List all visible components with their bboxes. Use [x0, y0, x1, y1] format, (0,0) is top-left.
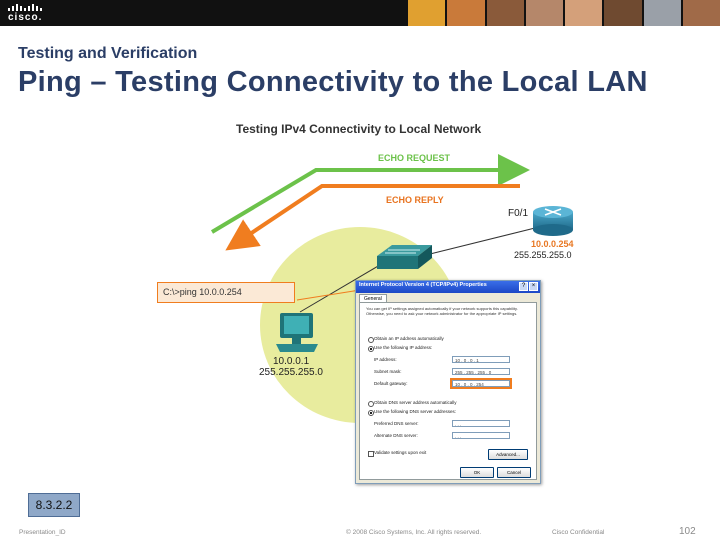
validate-label: Validate settings upon exit	[374, 450, 427, 455]
slide-subtitle: Testing and Verification	[18, 45, 198, 62]
link-pc-switch	[299, 261, 386, 313]
pc-mask-label: 255.255.255.0	[259, 367, 323, 378]
alternate-dns-field[interactable]: . . .	[452, 432, 510, 439]
obtain-dns-label: Obtain DNS server address automatically	[374, 400, 457, 405]
cancel-button[interactable]: Cancel	[497, 467, 531, 478]
footer-page-number: 102	[679, 526, 696, 537]
cisco-bars-icon	[8, 4, 42, 11]
dialog-body: You can get IP settings assigned automat…	[359, 302, 537, 480]
ping-command-box: C:\>ping 10.0.0.254	[157, 282, 295, 303]
router-ip-label: 10.0.0.254	[531, 239, 574, 249]
advanced-button[interactable]: Advanced...	[488, 449, 528, 460]
use-ip-radio[interactable]	[368, 346, 374, 352]
header-photo-strip	[408, 0, 720, 26]
link-switch-router	[429, 227, 536, 255]
preferred-dns-field[interactable]: . . .	[452, 420, 510, 427]
obtain-dns-radio[interactable]	[368, 401, 374, 407]
use-ip-label: Use the following IP address:	[374, 345, 433, 350]
header-bar: cisco.	[0, 0, 720, 26]
obtain-ip-radio[interactable]	[368, 337, 374, 343]
subnet-mask-field[interactable]: 255 . 255 . 255 . 0	[452, 368, 510, 375]
use-dns-label: Use the following DNS server addresses:	[374, 409, 457, 414]
ip-address-label: IP address:	[374, 357, 397, 362]
router-mask-label: 255.255.255.0	[514, 250, 572, 260]
logo-text: cisco.	[8, 12, 43, 23]
use-dns-radio[interactable]	[368, 410, 374, 416]
slide-title: Ping – Testing Connectivity to the Local…	[18, 66, 648, 98]
switch-icon	[377, 245, 432, 269]
close-icon[interactable]: ×	[529, 282, 538, 291]
default-gateway-label: Default gateway:	[374, 381, 408, 386]
footer-confidential: Cisco Confidential	[552, 529, 605, 536]
help-button[interactable]: ?	[519, 282, 528, 291]
ok-button[interactable]: OK	[460, 467, 494, 478]
dialog-titlebar: Internet Protocol Version 4 (TCP/IPv4) P…	[356, 281, 540, 293]
pc-icon	[276, 313, 318, 352]
diagram-heading: Testing IPv4 Connectivity to Local Netwo…	[236, 122, 482, 136]
subnet-mask-label: Subnet mask:	[374, 369, 402, 374]
echo-reply-label: ECHO REPLY	[386, 195, 444, 205]
router-icon	[533, 206, 573, 236]
dialog-intro-text: You can get IP settings assigned automat…	[366, 306, 518, 316]
dialog-title: Internet Protocol Version 4 (TCP/IPv4) P…	[359, 282, 487, 288]
echo-reply-arrow	[225, 184, 520, 251]
obtain-ip-label: Obtain an IP address automatically	[374, 336, 444, 341]
echo-request-arrow	[210, 154, 530, 234]
alternate-dns-label: Alternate DNS server:	[374, 433, 418, 438]
gateway-highlight-connector	[296, 289, 361, 301]
validate-checkbox[interactable]	[368, 451, 374, 457]
tab-general[interactable]: General	[359, 294, 387, 303]
section-tag: 8.3.2.2	[28, 493, 80, 517]
footer-presentation-id: Presentation_ID	[19, 529, 66, 536]
router-interface-label: F0/1	[508, 208, 529, 219]
footer-copyright: © 2008 Cisco Systems, Inc. All rights re…	[346, 529, 482, 536]
ip-address-field[interactable]: 10 . 0 . 0 . 1	[452, 356, 510, 363]
ping-command-text: C:\>ping 10.0.0.254	[163, 287, 242, 297]
echo-request-label: ECHO REQUEST	[378, 153, 451, 163]
preferred-dns-label: Preferred DNS server:	[374, 421, 419, 426]
pc-ip-label: 10.0.0.1	[273, 356, 310, 367]
default-gateway-field[interactable]: 10 . 0 . 0 . 254	[450, 378, 512, 389]
ipv4-properties-dialog: Internet Protocol Version 4 (TCP/IPv4) P…	[355, 280, 541, 484]
cisco-logo: cisco.	[8, 4, 42, 23]
